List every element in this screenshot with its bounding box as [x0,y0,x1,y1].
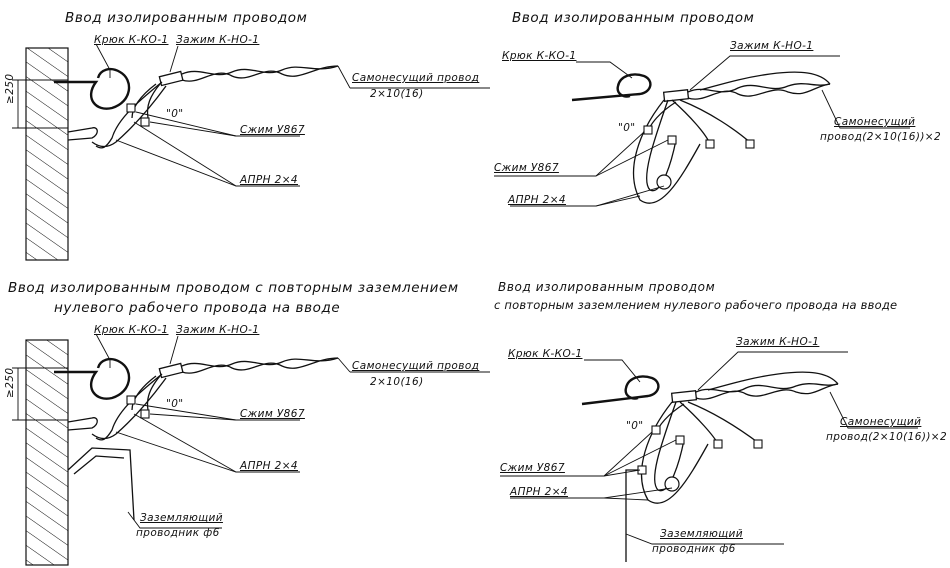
panel3-title-line1: Ввод изолированным проводом с повторным … [8,280,459,296]
clamp [158,70,184,87]
panel4-ground-label: Заземляющий [660,528,743,540]
panel2-aprn-label: АПРН 2×4 [508,194,567,206]
panel1-hook-label: Крюк К-КО-1 [94,34,169,46]
panel4-wire-spec: провод(2×10(16))×2 [826,431,948,443]
press-connector [753,439,763,449]
hook [581,375,660,406]
panel2-hook-label: Крюк К-КО-1 [502,50,577,62]
panel3-zero-label: "0" [166,398,184,410]
clamp [670,390,698,403]
panel1-press-label: Сжим У867 [240,124,305,136]
wire-loop [664,476,680,492]
panel1-clamp-label: Зажим К-НО-1 [176,34,260,46]
panel3-drawing [12,333,490,566]
panel4-press-label: Сжим У867 [500,462,565,474]
wire-loop [656,174,672,190]
panel4-ground-spec: проводник ф6 [652,543,736,555]
panel4-aprn-label: АПРН 2×4 [510,486,569,498]
press-connector [651,425,661,435]
panel3-aprn-label: АПРН 2×4 [240,460,299,472]
panel1-drawing [12,43,490,261]
panel2-title: Ввод изолированным проводом [512,10,755,26]
panel4-wire-label: Самонесущий [840,416,922,428]
panel3-wire-spec: 2×10(16) [370,376,424,388]
panel4-title-line1: Ввод изолированным проводом [498,280,716,294]
hook [54,67,131,110]
panel1-zero-label: "0" [166,108,184,120]
panel4-clamp-label: Зажим К-НО-1 [736,336,820,348]
press-connector [675,435,685,445]
press-connector [667,135,677,145]
press-connector [643,125,653,135]
panel1-aprn-label: АПРН 2×4 [240,174,299,186]
panel3-press-label: Сжим У867 [240,408,305,420]
panel4-zero-label: "0" [626,420,644,432]
panel3-wire-label: Самонесущий провод [352,360,480,372]
panel1-title: Ввод изолированным проводом [65,10,308,26]
press-connector [745,139,755,149]
panel3-clamp-label: Зажим К-НО-1 [176,324,260,336]
panel4-hook-label: Крюк К-КО-1 [508,348,583,360]
panel3-dim-label: ≥250 [4,367,16,398]
panel2-zero-label: "0" [618,122,636,134]
twisted-wire [181,65,339,76]
press-connector [126,103,136,113]
panel2-press-label: Сжим У867 [494,162,559,174]
panel3-title-line2: нулевого рабочего провода на вводе [54,300,341,316]
panel2-drawing [494,55,910,207]
press-connector [140,117,150,127]
panel2-wire-spec: провод(2×10(16))×2 [820,131,942,143]
hook [54,357,131,400]
clamp [158,362,184,379]
press-connector [140,409,150,419]
panel1-wire-spec: 2×10(16) [370,88,424,100]
press-connector [126,395,136,405]
panel3-ground-label: Заземляющий [140,512,223,524]
panel3-hook-label: Крюк К-КО-1 [94,324,169,336]
panel3-ground-spec: проводник ф6 [136,527,220,539]
clamp [662,89,690,102]
grounding-conductor [67,447,135,521]
grounding-conductor [625,469,642,562]
wall [25,339,69,566]
panel4-drawing [500,351,918,562]
panel1-dim-label: ≥250 [4,73,16,104]
wall [25,47,69,261]
press-connector [713,439,723,449]
panel2-clamp-label: Зажим К-НО-1 [730,40,814,52]
panel4-title-line2: с повторным заземлением нулевого рабочег… [494,298,898,312]
press-connector [705,139,715,149]
hook [571,73,652,102]
panel1-wire-label: Самонесущий провод [352,72,480,84]
panel2-wire-label: Самонесущий [834,116,916,128]
